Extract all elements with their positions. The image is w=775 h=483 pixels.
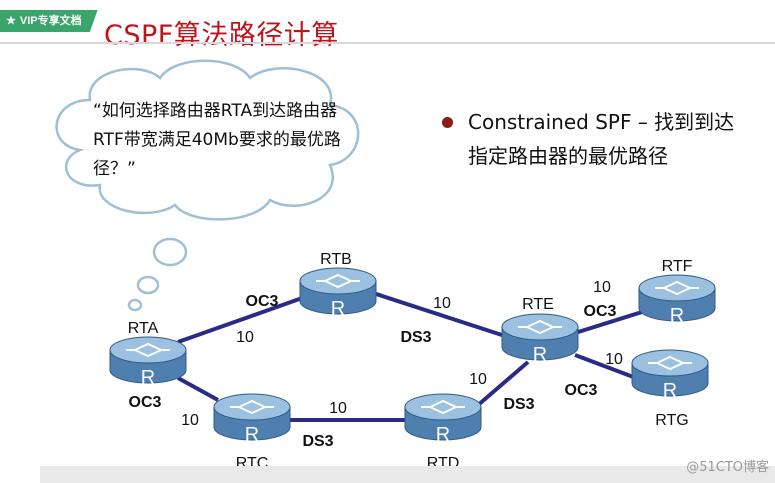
router-label-rtg: RTG [655, 412, 688, 429]
router-glyph: R [331, 298, 345, 320]
router-rtc[interactable]: R [213, 393, 291, 446]
link-type-rtd-rte: DS3 [503, 396, 534, 413]
router-rtf[interactable]: R [638, 274, 716, 327]
link-type-rta-rtc: OC3 [129, 394, 162, 411]
router-glyph: R [533, 344, 547, 366]
router-label-rta: RTA [128, 320, 159, 337]
router-glyph: R [670, 305, 684, 327]
bullet-text: Constrained SPF – 找到到达指定路由器的最优路径 [440, 105, 740, 173]
router-rta[interactable]: R [109, 336, 187, 389]
link-rtb-rte [369, 290, 509, 339]
slide-title: CSPF算法路径计算 [104, 20, 339, 51]
router-label-rtb: RTB [320, 251, 352, 268]
thought-cloud [55, 59, 360, 312]
link-rta-rtc [177, 376, 219, 402]
link-cost-rta-rtb: 10 [236, 329, 254, 346]
link-cost-rte-rtf: 10 [593, 279, 611, 296]
quote-open: “ [93, 101, 102, 121]
bullet-label: Constrained SPF – 找到到达指定路由器的最优路径 [468, 110, 735, 168]
vip-badge[interactable]: ★VIP专享文档 [0, 10, 98, 32]
bottom-bar [40, 466, 775, 483]
router-label-rte: RTE [522, 296, 554, 313]
router-rtd[interactable]: R [404, 393, 482, 446]
router-rte[interactable]: R [501, 313, 579, 366]
link-type-rte-rtf: OC3 [584, 303, 617, 320]
link-cost-rte-rtg: 10 [605, 351, 623, 368]
router-rtg[interactable]: R [631, 349, 709, 402]
router-rtb[interactable]: R [299, 267, 377, 320]
link-cost-rtd-rte: 10 [469, 371, 487, 388]
link-type-rtc-rtd: DS3 [302, 433, 333, 450]
router-glyph: R [436, 424, 450, 446]
star-icon: ★ [6, 15, 16, 27]
quote-close: ” [127, 159, 136, 179]
bullet-icon [442, 117, 453, 128]
link-rta-rtb [177, 295, 306, 344]
link-type-rtb-rte: DS3 [400, 329, 431, 346]
router-glyph: R [663, 380, 677, 402]
link-type-rte-rtg: OC3 [565, 382, 598, 399]
link-rte-rtg [574, 353, 637, 380]
link-rte-rtf [574, 310, 643, 335]
link-cost-rtb-rte: 10 [433, 295, 451, 312]
thought-question: “如何选择路由器RTA到达路由器RTF带宽满足40Mb要求的最优路径？” [93, 97, 353, 184]
title-divider [0, 42, 775, 44]
router-label-rtf: RTF [662, 258, 693, 275]
router-glyph: R [245, 424, 259, 446]
vip-badge-label: VIP专享文档 [19, 15, 82, 27]
router-glyph: R [141, 367, 155, 389]
link-cost-rtc-rtd: 10 [329, 400, 347, 417]
question-text: 如何选择路由器RTA到达路由器RTF带宽满足40Mb要求的最优路径？ [93, 101, 341, 179]
watermark: @51CTO博客 [686, 460, 769, 475]
link-cost-rta-rtc: 10 [181, 412, 199, 429]
link-type-rta-rtb: OC3 [246, 293, 279, 310]
